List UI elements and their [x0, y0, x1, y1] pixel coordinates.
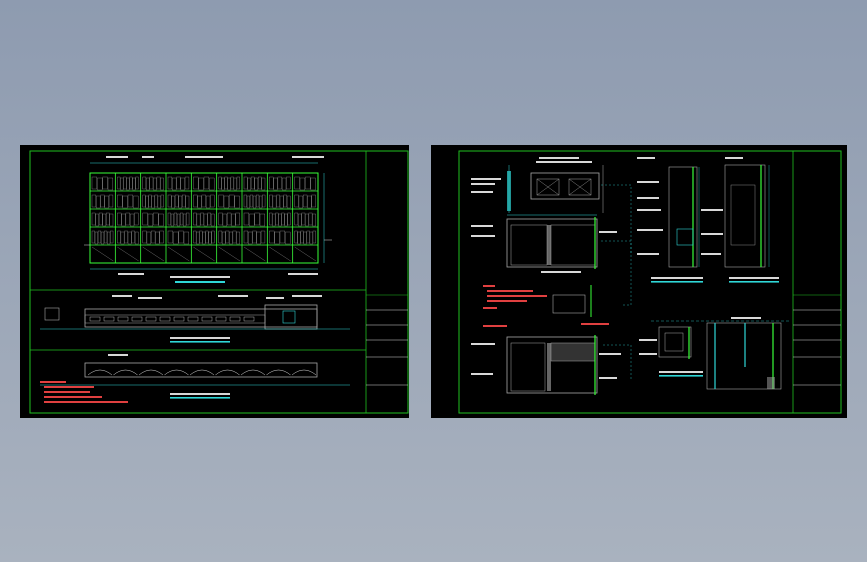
drawing-sheet-left[interactable] — [20, 145, 409, 418]
connector-lines — [601, 184, 632, 381]
sheet-left-drawing — [29, 150, 409, 414]
plan-view — [40, 295, 350, 343]
drawing-sheet-right[interactable] — [431, 145, 847, 418]
title-block — [365, 151, 408, 413]
sheet-right-drawing — [458, 150, 842, 414]
section-a-view — [471, 157, 604, 213]
section-b-view — [471, 214, 617, 273]
section-c-view — [471, 285, 621, 395]
ceiling-plan-view — [40, 354, 350, 403]
detail-views-bottom — [639, 317, 791, 390]
detail-views-top — [637, 157, 779, 283]
title-block — [792, 151, 841, 413]
sheet-frame — [458, 150, 842, 414]
elevation-view — [84, 156, 332, 283]
sheet-frame — [29, 150, 409, 414]
